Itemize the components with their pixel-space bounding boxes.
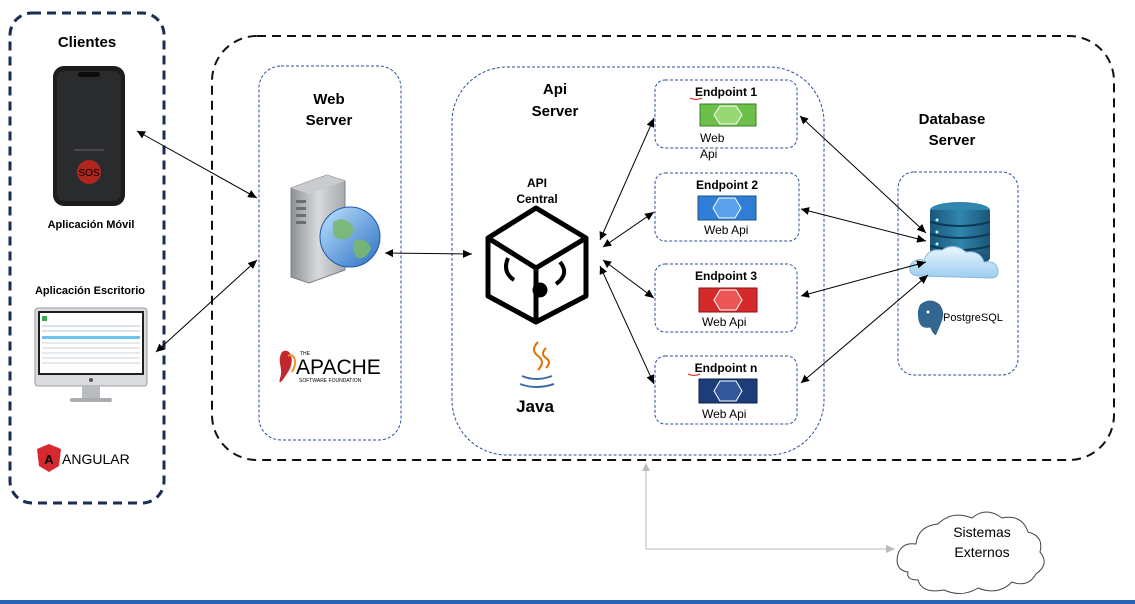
web-server-title-line2: Server xyxy=(306,112,353,129)
database-server-title-line1: Database xyxy=(919,111,986,128)
java-logo-icon: Java xyxy=(516,341,554,416)
endpoint-sub-line1: Web Api xyxy=(704,223,748,237)
apache-logo-the: THE xyxy=(300,351,311,357)
endpoint-sub-line2: Api xyxy=(700,147,717,161)
globe-icon xyxy=(319,206,381,268)
sos-button-label: SOS xyxy=(78,168,99,179)
backend-container xyxy=(211,35,1115,461)
api-central-label-line2: Central xyxy=(516,192,557,206)
web-server-title-line1: Web xyxy=(313,91,344,108)
arrow-endpointn-db xyxy=(800,274,929,384)
arrow-endpoint2-db xyxy=(800,207,927,243)
clients-container xyxy=(8,11,166,505)
apache-logo-icon: THE APACHE SOFTWARE FOUNDATION xyxy=(279,350,381,384)
database-server-title-line2: Server xyxy=(929,132,976,149)
svg-text:A: A xyxy=(44,452,54,467)
arrow-endpoint3-db xyxy=(800,260,927,298)
mobile-app-label: Aplicación Móvil xyxy=(48,219,135,231)
arrow-central-endpoint2 xyxy=(602,211,655,248)
desktop-monitor-icon xyxy=(34,307,148,402)
angular-logo-icon: A ANGULAR xyxy=(37,444,130,472)
external-systems-cloud: Sistemas Externos xyxy=(896,511,1045,594)
arrow-central-endpointn xyxy=(599,265,655,385)
external-systems-line2: Externos xyxy=(954,544,1009,560)
postgresql-logo-icon: PostgreSQL xyxy=(916,299,1003,337)
mobile-phone-icon: SOS xyxy=(53,66,125,206)
endpoint-sub-line1: Web xyxy=(700,131,725,145)
endpoint-3: Endpoint 3 Web Api xyxy=(654,263,798,333)
endpoint-title: Endpoint 2 xyxy=(696,178,758,192)
arrow-central-endpoint1 xyxy=(599,117,655,241)
apache-logo-subtext: SOFTWARE FOUNDATION xyxy=(299,378,362,384)
angular-logo-text: ANGULAR xyxy=(62,451,130,467)
endpoint-title: Endpoint n xyxy=(695,361,758,375)
endpoint-sub-line1: Web Api xyxy=(702,315,746,329)
api-central-label-line1: API xyxy=(527,176,547,190)
arrow-central-endpoint3 xyxy=(602,259,655,299)
endpoint-n: Endpoint n Web Api xyxy=(654,355,798,425)
connection-arrows xyxy=(136,115,929,385)
endpoint-title: Endpoint 3 xyxy=(695,269,757,283)
api-central-cube-icon xyxy=(485,205,589,325)
external-connection-arrow xyxy=(642,463,895,553)
postgresql-logo-text: PostgreSQL xyxy=(943,312,1003,324)
arrow-webserver-apicentral xyxy=(384,249,473,258)
endpoint-title: Endpoint 1 xyxy=(695,85,757,99)
endpoint-2: Endpoint 2 Web Api xyxy=(654,172,800,242)
bottom-accent-bar xyxy=(0,600,1135,604)
arrow-desktop-webserver xyxy=(155,259,258,353)
api-server-title-line1: Api xyxy=(543,81,567,98)
arrow-mobile-webserver xyxy=(136,130,258,199)
arrow-endpoint1-db xyxy=(799,115,927,234)
java-logo-text: Java xyxy=(516,397,554,416)
api-server-title-line2: Server xyxy=(532,103,579,120)
endpoint-sub-line1: Web Api xyxy=(702,407,746,421)
apache-logo-text: APACHE xyxy=(296,356,381,379)
endpoint-1: Endpoint 1 Web Api xyxy=(654,79,798,161)
desktop-app-label: Aplicación Escritorio xyxy=(35,285,145,297)
clients-title: Clientes xyxy=(58,34,116,51)
external-systems-line1: Sistemas xyxy=(953,524,1011,540)
